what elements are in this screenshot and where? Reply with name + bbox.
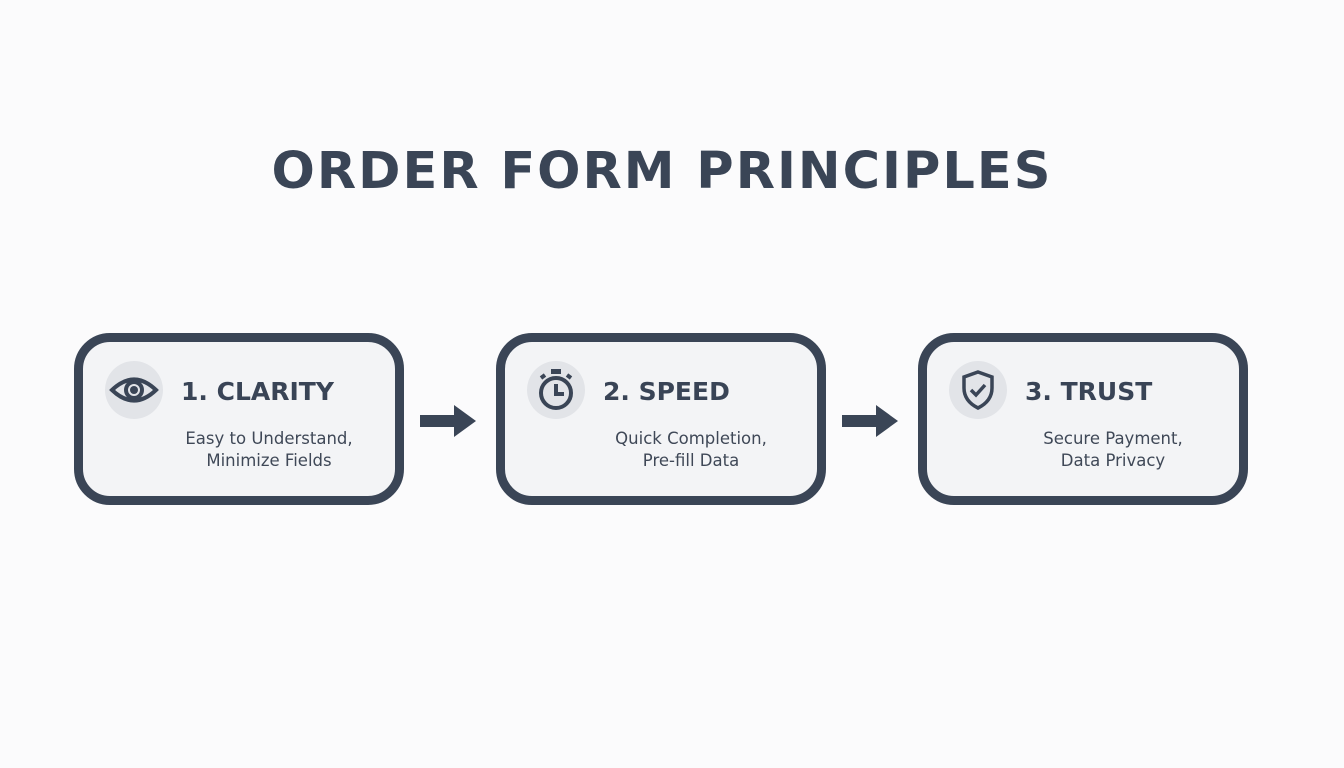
card-description: Quick Completion,Pre-fill Data <box>615 429 767 470</box>
card-trust: 3. TRUST Secure Payment,Data Privacy <box>918 333 1248 505</box>
card-title: 3. TRUST <box>1025 377 1153 406</box>
card-clarity: 1. CLARITY Easy to Understand,Minimize F… <box>74 333 404 505</box>
eye-icon <box>105 361 163 419</box>
card-title: 1. CLARITY <box>181 377 334 406</box>
card-description: Secure Payment,Data Privacy <box>1043 429 1183 470</box>
card-description: Easy to Understand,Minimize Fields <box>185 429 353 470</box>
shield-check-icon <box>949 361 1007 419</box>
arrow-right-icon <box>842 405 898 437</box>
stopwatch-icon <box>527 361 585 419</box>
page-title: ORDER FORM PRINCIPLES <box>271 142 1053 201</box>
card-title: 2. SPEED <box>603 377 730 406</box>
arrow-right-icon <box>420 405 476 437</box>
card-speed: 2. SPEED Quick Completion,Pre-fill Data <box>496 333 826 505</box>
